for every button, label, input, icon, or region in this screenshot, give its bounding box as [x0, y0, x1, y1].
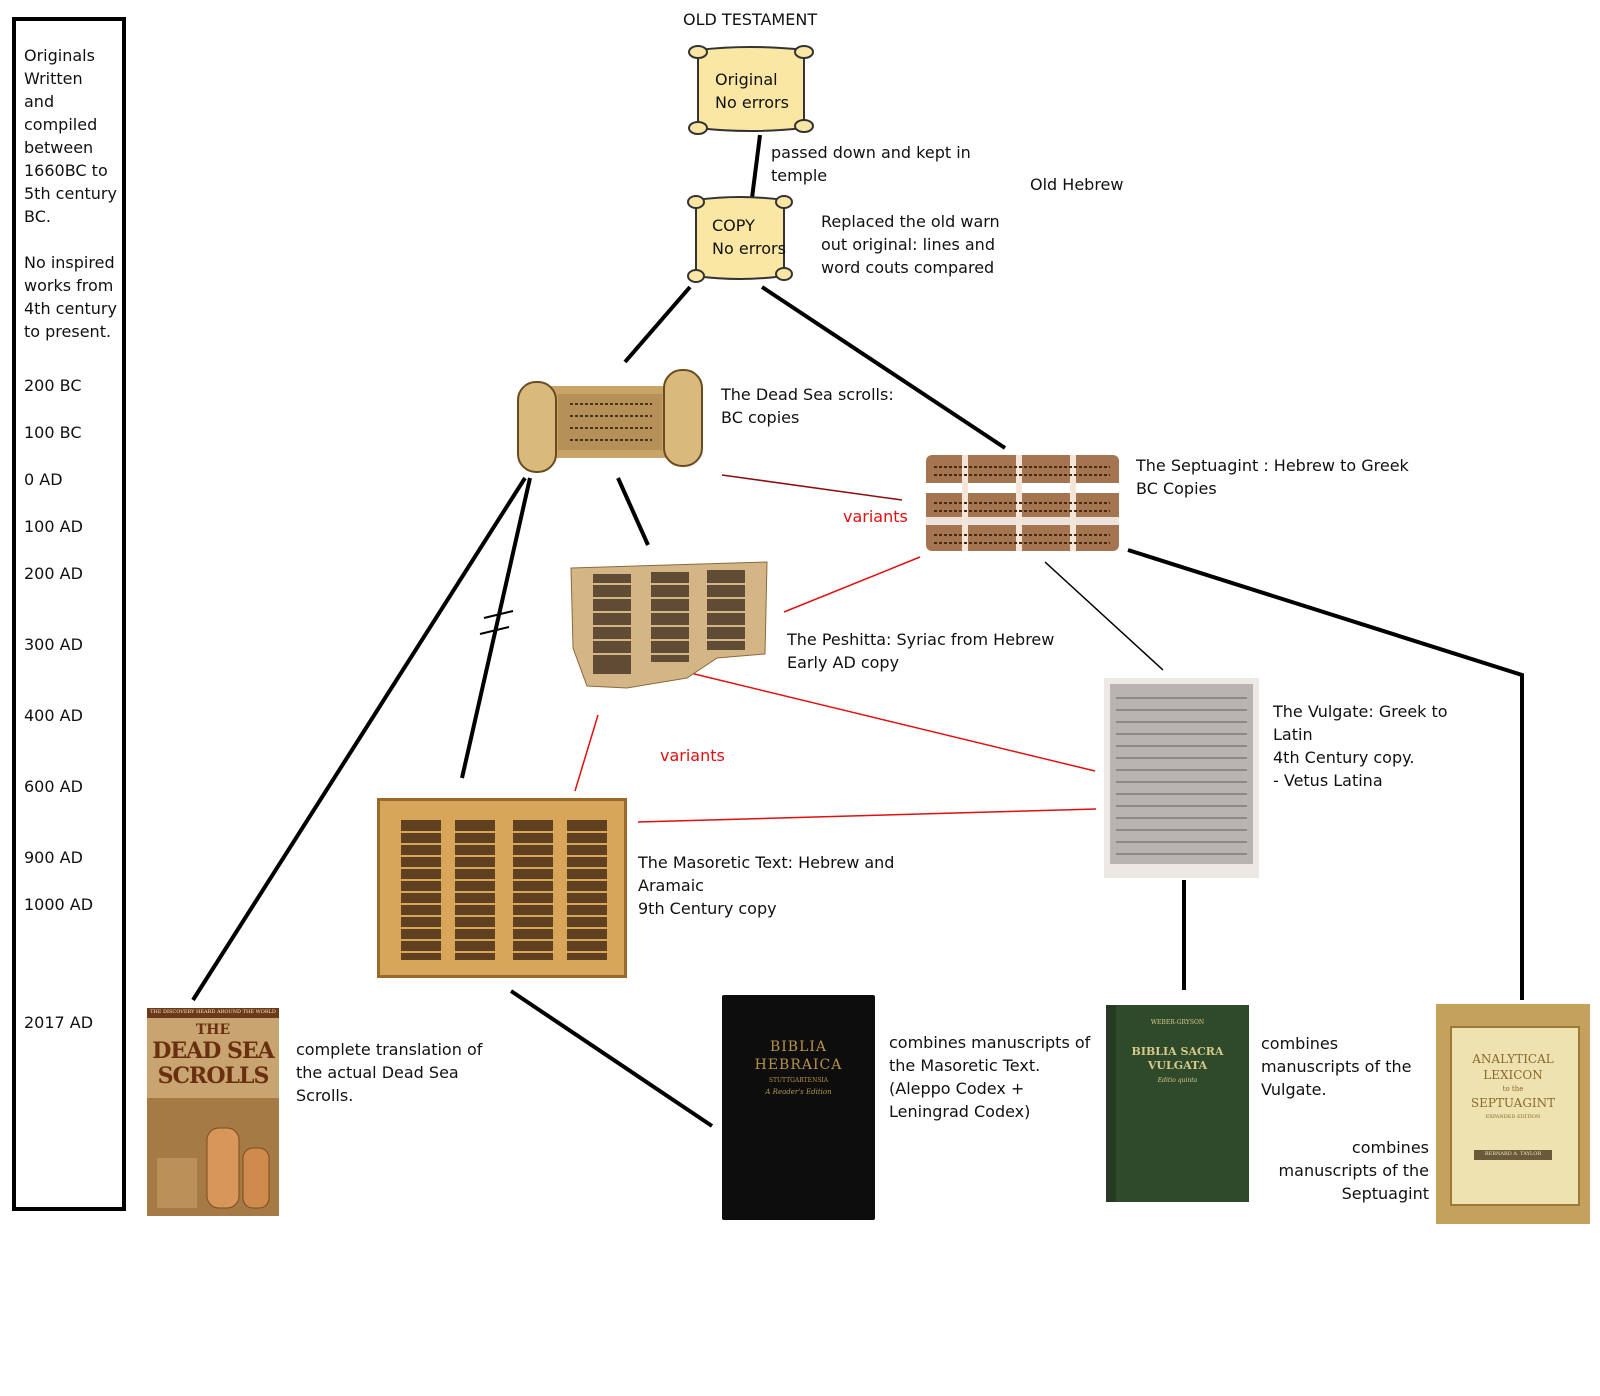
scroll-icon — [688, 45, 814, 135]
book-author: BERNARD A. TAYLOR — [1484, 1151, 1542, 1157]
dead-sea-scrolls-image — [508, 360, 720, 480]
passed-down-note: passed down and kept in temple — [771, 143, 971, 185]
line-septuagint-lxx — [1127, 548, 1524, 1000]
book-title-line: to the — [1502, 1085, 1524, 1093]
jars-illustration — [147, 1098, 279, 1216]
book-subtitle: EXPANDED EDITION — [1485, 1114, 1541, 1120]
masoretic-image — [377, 798, 627, 978]
vulgate-label: The Vulgate: Greek to Latin 4th Century … — [1273, 702, 1448, 790]
line-masoretic-bhs — [509, 989, 714, 1128]
line-copy-deadsea — [623, 285, 692, 364]
book-tagline: THE DISCOVERY HEARD AROUND THE WORLD — [150, 1009, 276, 1015]
book-title-line: BIBLIA SACRA — [1131, 1045, 1224, 1058]
scroll-original-label: Original No errors — [715, 70, 789, 112]
vulgate-image — [1104, 678, 1259, 878]
book-title-line: HEBRAICA — [754, 1057, 843, 1073]
timeline-intro: Originals Written and compiled between 1… — [24, 46, 117, 341]
diagram-title: OLD TESTAMENT — [683, 10, 818, 29]
dead-sea-scrolls-book-cover: THE DISCOVERY HEARD AROUND THE WORLD THE… — [147, 1008, 279, 1216]
timeline-label: 200 BC — [24, 376, 82, 395]
book-title-line: THE — [195, 1022, 231, 1038]
scroll-copy-label: COPY No errors — [712, 216, 786, 258]
book-title-line: DEAD SEA — [152, 1038, 274, 1064]
septuagint-label: The Septuagint : Hebrew to Greek BC Copi… — [1136, 456, 1409, 498]
line-break-2 — [479, 626, 510, 635]
timeline-label: 0 AD — [24, 470, 63, 489]
timeline-box — [12, 17, 126, 1211]
timeline-label: 200 AD — [24, 564, 83, 583]
dead-sea-label: The Dead Sea scrolls: BC copies — [721, 385, 894, 427]
book-title-line: VULGATA — [1147, 1059, 1208, 1072]
scroll-copy: COPY No errors — [680, 190, 800, 288]
line-deadsea-septuagint — [721, 474, 903, 501]
line-deadsea-dssbook — [191, 476, 527, 1002]
book-title-line: LEXICON — [1483, 1068, 1543, 1082]
line-original-copy — [750, 134, 762, 199]
scroll-original: Original No errors — [680, 42, 820, 140]
line-peshitta-masoretic — [574, 714, 599, 792]
dss-book-caption: complete translation of the actual Dead … — [296, 1040, 483, 1105]
book-subtitle: STUTTGARTENSIA — [768, 1077, 829, 1084]
line-septuagint-vulgate — [1044, 561, 1164, 671]
line-deadsea-peshitta — [616, 477, 650, 546]
timeline-label: 400 AD — [24, 706, 83, 725]
line-break-1 — [483, 610, 514, 619]
timeline-label: 100 AD — [24, 517, 83, 536]
timeline-label: 300 AD — [24, 635, 83, 654]
old-hebrew-label: Old Hebrew — [1030, 175, 1124, 194]
scroll-icon — [687, 195, 793, 283]
masoretic-label: The Masoretic Text: Hebrew and Aramaic 9… — [638, 853, 895, 918]
book-author: WEBER-GRYSON — [1150, 1019, 1205, 1026]
line-deadsea-masoretic — [460, 477, 532, 779]
book-title-line: BIBLIA — [769, 1039, 828, 1055]
line-masoretic-vulgate — [637, 808, 1097, 823]
septuagint-lexicon-book-cover: ANALYTICAL LEXICON to the SEPTUAGINT EXP… — [1436, 1004, 1590, 1224]
timeline-label: 100 BC — [24, 423, 82, 442]
lxx-caption: combines manuscripts of the Septuagint — [1278, 1138, 1429, 1203]
book-title-line: SCROLLS — [157, 1063, 270, 1089]
timeline-label: 2017 AD — [24, 1013, 94, 1032]
line-peshitta-septuagint — [783, 556, 921, 613]
book-subtitle: Editio quinta — [1157, 1077, 1198, 1084]
peshitta-image — [567, 558, 772, 696]
timeline-label: 900 AD — [24, 848, 83, 867]
peshitta-label: The Peshitta: Syriac from Hebrew Early A… — [787, 630, 1055, 672]
septuagint-image — [920, 447, 1125, 557]
vulgata-caption: combines manuscripts of the Vulgate. — [1261, 1034, 1412, 1099]
timeline-label: 600 AD — [24, 777, 83, 796]
line-copy-septuagint — [760, 285, 1007, 450]
book-edition: A Reader's Edition — [765, 1088, 832, 1096]
bhs-caption: combines manuscripts of the Masoretic Te… — [889, 1033, 1091, 1121]
variants-label: variants — [660, 746, 725, 765]
variants-label: variants — [843, 507, 908, 526]
timeline-label: 1000 AD — [24, 895, 94, 914]
book-title-line: ANALYTICAL — [1472, 1052, 1554, 1066]
biblia-hebraica-book-cover: BIBLIA HEBRAICA STUTTGARTENSIA A Reader'… — [722, 995, 875, 1220]
replaced-note: Replaced the old warn out original: line… — [821, 212, 1000, 277]
book-title-line: SEPTUAGINT — [1470, 1096, 1556, 1110]
line-peshitta-vulgate — [677, 669, 1096, 772]
biblia-sacra-vulgata-book-cover: WEBER-GRYSON BIBLIA SACRA VULGATA Editio… — [1106, 1005, 1249, 1202]
